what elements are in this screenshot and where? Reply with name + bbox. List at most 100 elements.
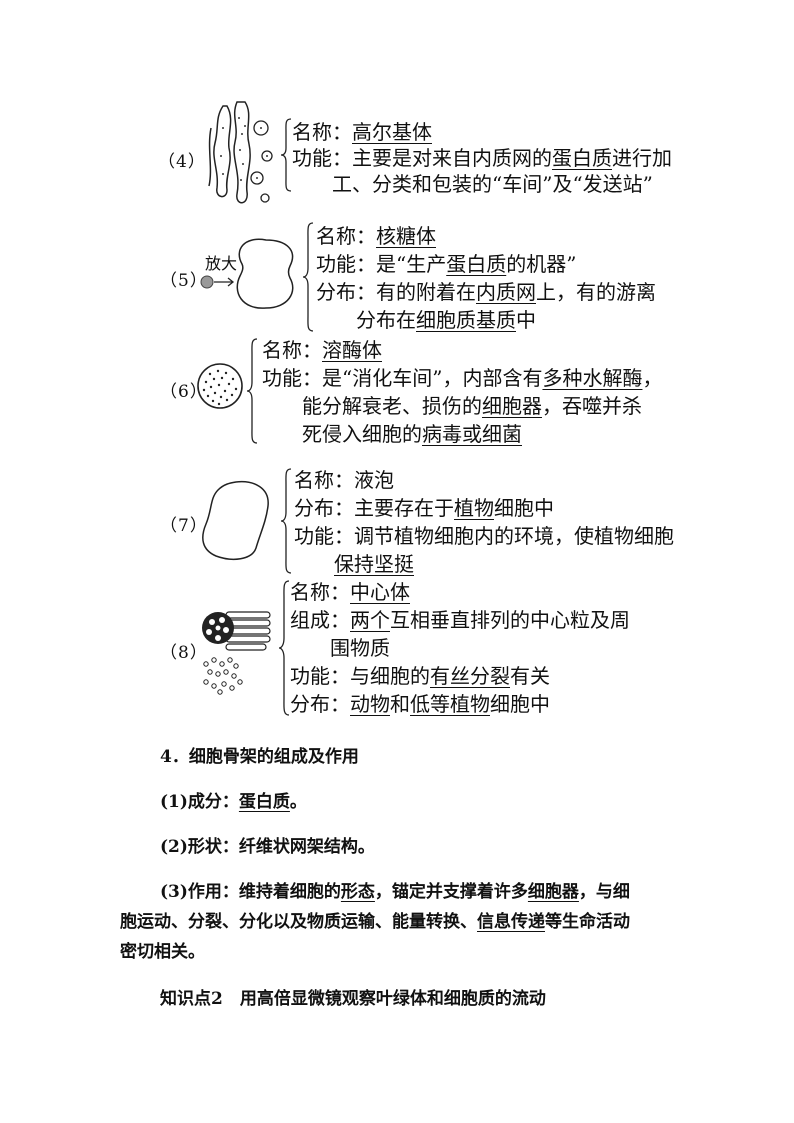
text-segment: (3)作用：维持着细胞的 bbox=[160, 882, 341, 902]
text-segment: 分布：有的附着在 bbox=[316, 280, 476, 304]
golgi-name-line: 名称：高尔基体 bbox=[292, 118, 432, 146]
ribosome-distribution-line: 分布：有的附着在内质网上，有的游离 bbox=[316, 278, 656, 306]
text-segment bbox=[294, 552, 334, 576]
text-segment: 细胞中 bbox=[494, 496, 554, 520]
golgi-icon bbox=[208, 101, 273, 204]
underlined-answer: 溶酶体 bbox=[322, 338, 382, 362]
ribosome-icon bbox=[200, 238, 294, 309]
text-segment: 能分解衰老、损伤的 bbox=[262, 394, 482, 418]
underlined-answer: 动物 bbox=[350, 692, 390, 716]
underlined-answer: 高尔基体 bbox=[352, 120, 432, 144]
lysosome-function-line-2: 能分解衰老、损伤的细胞器，吞噬并杀 bbox=[262, 392, 642, 420]
brace-7 bbox=[280, 468, 292, 574]
brace-6 bbox=[246, 338, 258, 444]
text-segment: ，与细 bbox=[578, 882, 630, 902]
lysosome-icon bbox=[197, 363, 243, 409]
text-segment: 功能：是“消化车间”，内部含有 bbox=[262, 366, 543, 390]
item-number-5: （5） bbox=[160, 271, 208, 291]
underlined-answer: 形态 bbox=[340, 882, 375, 902]
underlined-answer: 内质网 bbox=[476, 280, 536, 304]
text-segment: 进行加 bbox=[612, 146, 672, 170]
brace-8 bbox=[278, 580, 290, 716]
item-number-7: （7） bbox=[160, 516, 208, 536]
text-segment: 中 bbox=[516, 308, 536, 332]
lysosome-function-line-3: 死侵入细胞的病毒或细菌 bbox=[262, 420, 522, 448]
text-segment: 分布在 bbox=[316, 308, 416, 332]
underlined-answer: 植物 bbox=[454, 496, 494, 520]
underlined-answer: 细胞器 bbox=[482, 394, 542, 418]
text-segment: 有关 bbox=[510, 664, 550, 688]
vacuole-icon bbox=[202, 480, 269, 561]
cytoskeleton-function-line-2: 胞运动、分裂、分化以及物质运输、能量转换、信息传递等生命活动 bbox=[120, 910, 630, 934]
cytoskeleton-function-line-1: (3)作用：维持着细胞的形态，锚定并支撑着许多细胞器，与细 bbox=[160, 880, 630, 904]
text-segment: 等生命活动 bbox=[545, 912, 630, 932]
text-segment: 死侵入细胞的 bbox=[262, 422, 422, 446]
golgi-function-line: 功能：主要是对来自内质网的蛋白质进行加 bbox=[292, 144, 672, 172]
text-segment: (1)成分： bbox=[160, 792, 239, 812]
underlined-answer: 细胞器 bbox=[527, 882, 579, 902]
text-segment: 胞运动、分裂、分化以及物质运输、能量转换、 bbox=[120, 912, 477, 932]
golgi-function-line-2: 工、分类和包装的“车间”及“发送站” bbox=[292, 170, 653, 198]
text-segment: 功能：主要是对来自内质网的 bbox=[292, 146, 552, 170]
text-segment: 功能：调节植物细胞内的环境，使植物细胞 bbox=[294, 524, 674, 548]
text-segment: 功能：是“生产 bbox=[316, 252, 447, 276]
text-segment: 组成： bbox=[290, 608, 350, 632]
underlined-answer: 蛋白质 bbox=[446, 252, 507, 276]
text-segment: 和 bbox=[390, 692, 410, 716]
centrosome-function-line: 功能：与细胞的有丝分裂有关 bbox=[290, 662, 550, 690]
brace-5 bbox=[302, 222, 314, 332]
text-segment: ， bbox=[642, 366, 663, 390]
ribosome-name-line: 名称：核糖体 bbox=[316, 222, 436, 250]
item-number-4: （4） bbox=[158, 152, 206, 172]
knowledge-point-heading: 知识点2 用高倍显微镜观察叶绿体和细胞质的流动 bbox=[160, 989, 546, 1009]
vacuole-function-line: 功能：调节植物细胞内的环境，使植物细胞 bbox=[294, 522, 674, 550]
text-segment: 功能：与细胞的 bbox=[290, 664, 430, 688]
ribosome-function-line: 功能：是“生产蛋白质的机器” bbox=[316, 250, 576, 278]
text-segment: 分布：主要存在于 bbox=[294, 496, 454, 520]
underlined-answer: 信息传递 bbox=[477, 912, 545, 932]
cytoskeleton-shape: (2)形状：纤维状网架结构。 bbox=[160, 835, 375, 859]
centrosome-icon bbox=[202, 611, 271, 695]
centrosome-distribution-line: 分布：动物和低等植物细胞中 bbox=[290, 690, 550, 718]
underlined-answer: 中心体 bbox=[350, 580, 410, 604]
brace-4 bbox=[280, 118, 292, 192]
text-segment: (2)形状：纤维状网架结构。 bbox=[160, 837, 375, 857]
section-4-heading: 4．细胞骨架的组成及作用 bbox=[160, 747, 359, 767]
underlined-answer: 病毒或细菌 bbox=[422, 422, 522, 446]
vacuole-distribution-line: 分布：主要存在于植物细胞中 bbox=[294, 494, 554, 522]
lysosome-function-line: 功能：是“消化车间”，内部含有多种水解酶， bbox=[262, 364, 662, 392]
text-segment: 互相垂直排列的中心粒及周 bbox=[390, 608, 630, 632]
text-segment: 工、分类和包装的“车间”及“发送站” bbox=[292, 172, 653, 196]
text-segment: 围物质 bbox=[290, 636, 390, 660]
underlined-answer: 多种水解酶 bbox=[542, 366, 643, 390]
magnify-label: 放大 bbox=[205, 254, 238, 273]
underlined-answer: 有丝分裂 bbox=[430, 664, 510, 688]
ribosome-distribution-line-2: 分布在细胞质基质中 bbox=[316, 306, 536, 334]
text-segment: 细胞中 bbox=[490, 692, 550, 716]
text-segment: ，锚定并支撑着许多 bbox=[374, 882, 528, 902]
vacuole-name-line: 名称：液泡 bbox=[294, 466, 394, 494]
centrosome-composition-line: 组成：两个互相垂直排列的中心粒及周 bbox=[290, 606, 630, 634]
underlined-answer: 蛋白质 bbox=[552, 146, 612, 170]
underlined-answer: 细胞质基质 bbox=[416, 308, 516, 332]
text-segment: 分布： bbox=[290, 692, 350, 716]
vacuole-function-line-2: 保持坚挺 bbox=[294, 550, 414, 578]
cytoskeleton-function-line-3: 密切相关。 bbox=[120, 940, 205, 964]
underlined-answer: 蛋白质 bbox=[238, 792, 290, 812]
text-segment: 上，有的游离 bbox=[536, 280, 656, 304]
item-number-8: （8） bbox=[160, 643, 208, 663]
underlined-answer: 核糖体 bbox=[376, 224, 436, 248]
text-segment: ，吞噬并杀 bbox=[542, 394, 642, 418]
text-segment: 。 bbox=[289, 792, 307, 812]
underlined-answer: 两个 bbox=[350, 608, 390, 632]
text-segment: 的机器” bbox=[506, 252, 577, 276]
text-segment: 名称： bbox=[290, 580, 350, 604]
cytoskeleton-component: (1)成分：蛋白质。 bbox=[160, 790, 307, 814]
text-segment: 名称：液泡 bbox=[294, 468, 394, 492]
text-segment: 名称： bbox=[316, 224, 376, 248]
underlined-answer: 保持坚挺 bbox=[334, 552, 414, 576]
centrosome-composition-line-2: 围物质 bbox=[290, 634, 390, 662]
text-segment: 名称： bbox=[262, 338, 322, 362]
item-number-6: （6） bbox=[160, 382, 208, 402]
text-segment: 密切相关。 bbox=[120, 942, 205, 962]
